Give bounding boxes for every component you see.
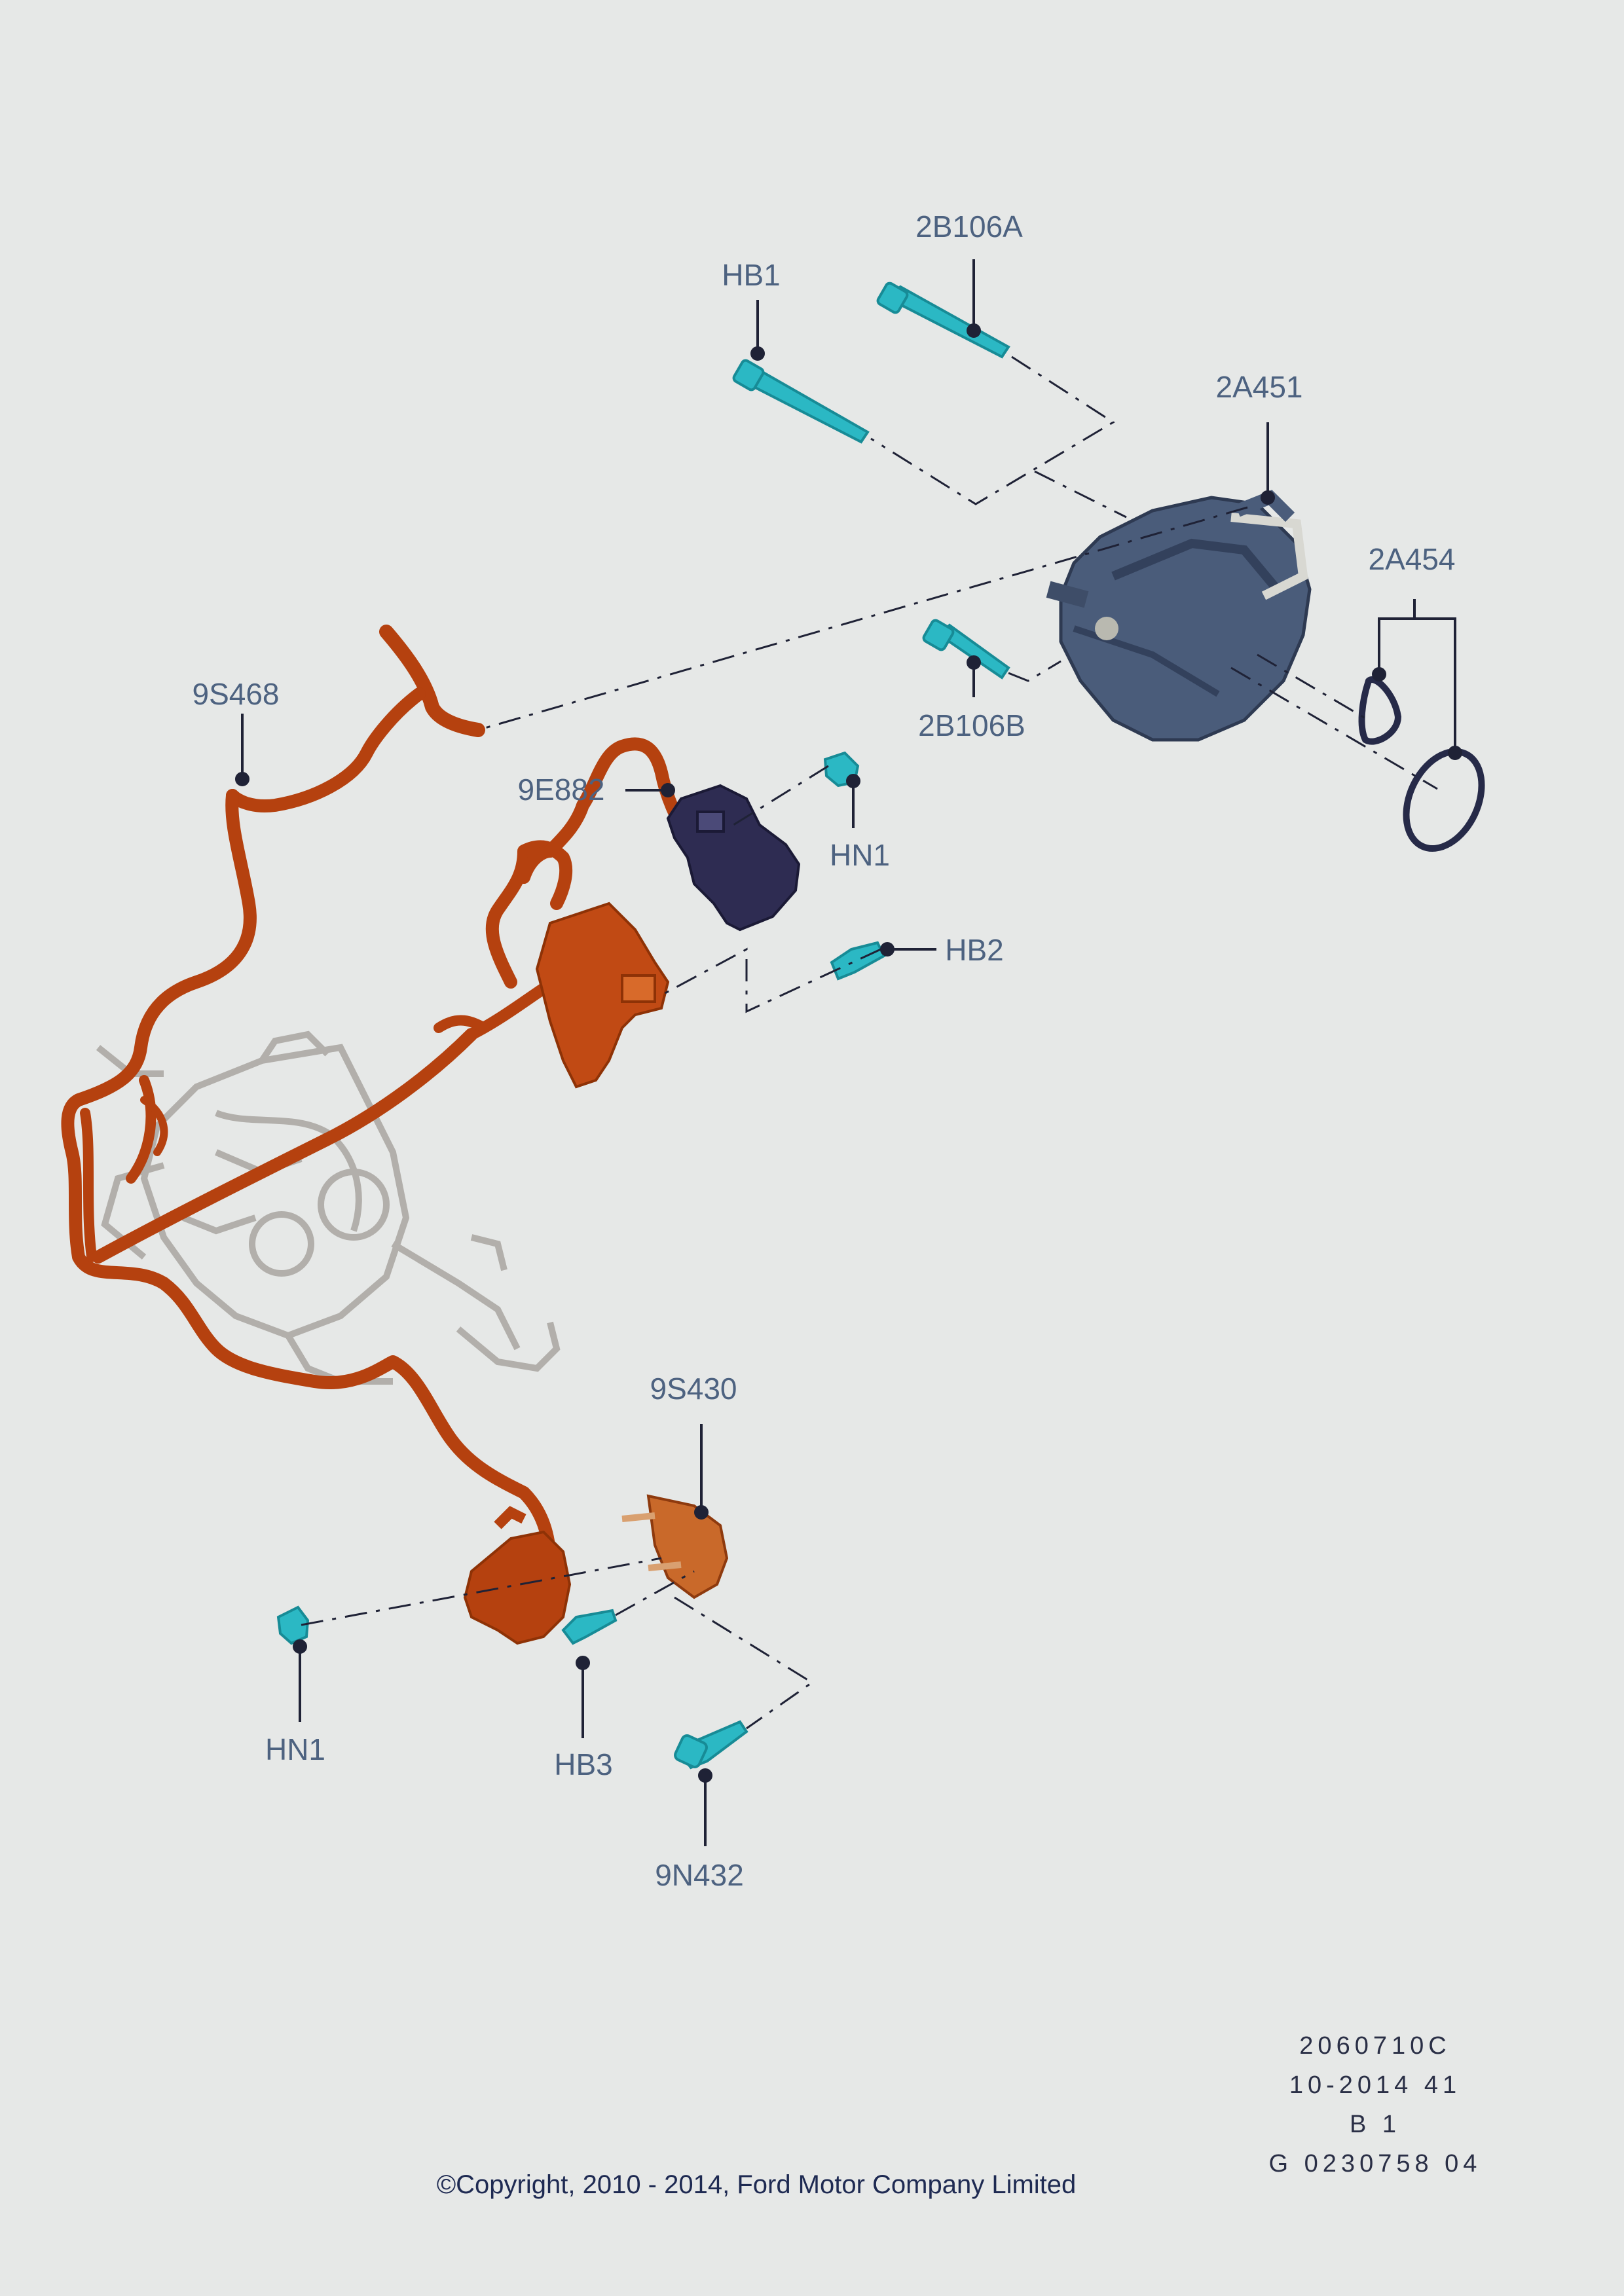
label-hn1-top: HN1	[830, 838, 890, 872]
label-2b106b: 2B106B	[918, 708, 1025, 742]
vacuum-pump	[1046, 490, 1312, 742]
label-9s468: 9S468	[192, 677, 279, 711]
reference-variant: B 1	[1349, 2111, 1401, 2138]
bolt-hb2	[830, 941, 886, 981]
harness-bracket	[535, 902, 670, 1089]
reference-drawing-number: G 0230758 04	[1268, 2150, 1482, 2178]
wiring-harness	[61, 625, 720, 1617]
label-2a454: 2A454	[1368, 542, 1455, 576]
label-hb2: HB2	[945, 933, 1003, 967]
bolt-2b106b-head	[922, 619, 955, 651]
bolt-9n432-head	[674, 1734, 708, 1768]
leader-lines	[235, 259, 1462, 1846]
label-9n432: 9N432	[655, 1858, 744, 1892]
solenoid-valve	[666, 784, 801, 932]
bolt-hb1-head	[732, 359, 765, 392]
reference-code: 2060710C	[1299, 2032, 1451, 2060]
fasteners	[276, 282, 1010, 1770]
bolt-2b106a-head	[876, 282, 909, 314]
label-9s430: 9S430	[650, 1372, 737, 1406]
reference-block: 2060710C 10-2014 41 B 1 G 0230758 04	[1225, 2026, 1526, 2183]
label-hb3: HB3	[554, 1747, 612, 1781]
label-9e882: 9E882	[517, 773, 604, 807]
reference-date: 10-2014 41	[1289, 2071, 1462, 2099]
callout-labels: HB1 2B106A 2A451 2A454 9S468 2B106B 9E88…	[192, 210, 1455, 1892]
label-hn1-bottom: HN1	[265, 1732, 325, 1766]
label-2a451: 2A451	[1215, 370, 1302, 404]
label-hb1: HB1	[722, 258, 780, 292]
engine-block-ghost	[96, 1030, 561, 1385]
nut-hn1-bottom	[276, 1605, 310, 1645]
bolt-hb3	[561, 1609, 618, 1645]
bracket-9s430	[621, 1494, 729, 1599]
seal-rings	[1358, 676, 1485, 852]
harness-clip-lower	[463, 1506, 572, 1645]
copyright-notice: ©Copyright, 2010 - 2014, Ford Motor Comp…	[436, 2170, 1077, 2199]
label-2b106a: 2B106A	[915, 210, 1023, 244]
assembly-lines	[301, 355, 1438, 1730]
